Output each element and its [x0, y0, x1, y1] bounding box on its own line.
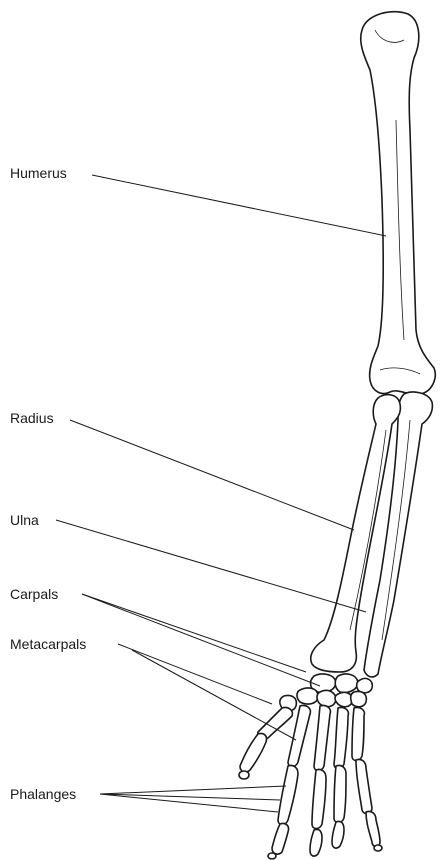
carpals-leader-2 [82, 594, 320, 686]
humerus-bone [361, 12, 436, 395]
label-phalanges: Phalanges [10, 786, 76, 802]
ulna-leader [56, 520, 366, 612]
label-ulna: Ulna [10, 512, 39, 528]
humerus-leader [92, 175, 386, 236]
label-radius: Radius [10, 410, 54, 426]
metacarpals-bones [258, 705, 365, 770]
metacarpals-leader-1 [118, 644, 272, 704]
metacarpals-leader-2 [132, 650, 296, 740]
phalanges-leader-1 [100, 786, 286, 794]
label-carpals: Carpals [10, 586, 58, 602]
label-metacarpals: Metacarpals [10, 636, 86, 652]
label-humerus: Humerus [10, 165, 67, 181]
radius-leader [70, 420, 354, 530]
carpals-leader-1 [82, 594, 306, 672]
